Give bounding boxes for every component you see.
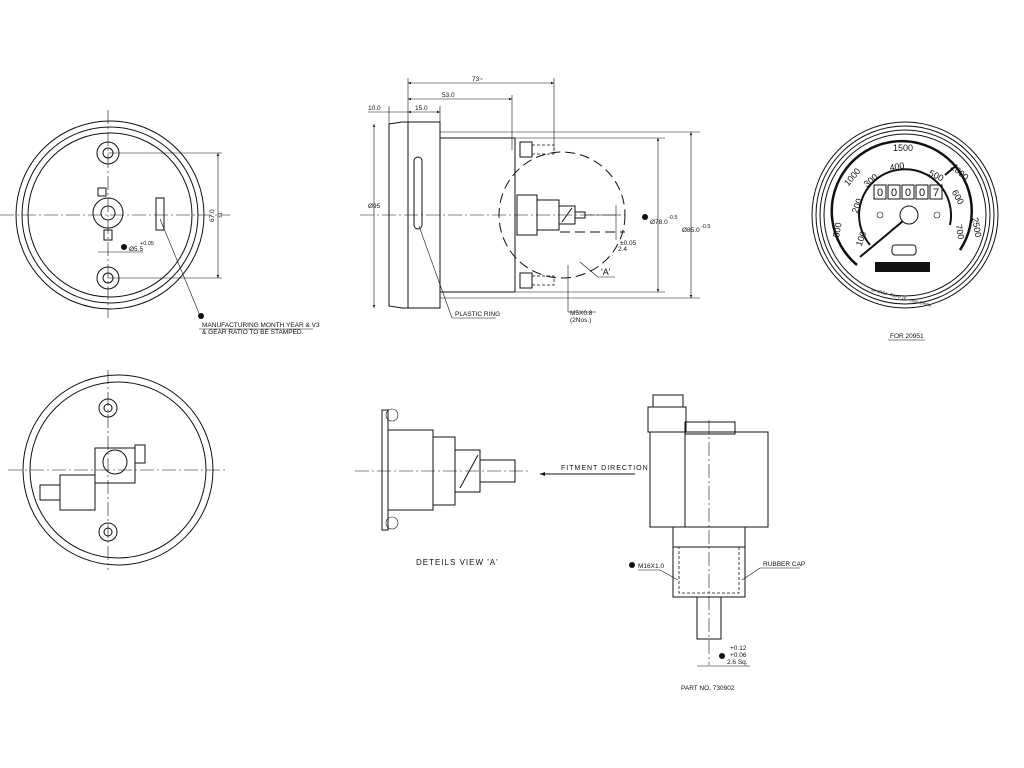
dim-dia95: Ø95 (368, 203, 381, 210)
inner-scale-500: 500 (927, 168, 945, 183)
part-number: PART NO. 730902 (681, 685, 735, 692)
inner-scale-100: 100 (854, 230, 869, 248)
outer-scale-2000: 2000 (949, 162, 971, 183)
outer-scale-1500: 1500 (893, 143, 913, 153)
odometer-digit: 0 (877, 187, 883, 199)
needle (859, 220, 904, 258)
inner-scale-700: 700 (954, 224, 966, 241)
connector-view: M16X1.0 RUBBER CAP +0.12 +0.06 2.6 Sq. P… (629, 394, 805, 692)
odometer-digit: 0 (891, 187, 897, 199)
stamp-note-line2: & GEAR RATIO TO BE STAMPED. (202, 329, 304, 336)
detail-ref: 'A' (601, 267, 611, 277)
needle-hub (899, 205, 919, 225)
screw-spec: M5X0.8 (570, 310, 593, 317)
inner-scale-400: 400 (889, 160, 906, 172)
stamp-area (155, 197, 165, 231)
dial-face: 1500 1000 500 2000 2500 100 200 300 400 … (811, 121, 999, 341)
dim-dia78-tol: -0.5 (668, 215, 677, 221)
detail-a-view: DETEILS VIEW 'A' FITMENT DIRECTION (355, 408, 649, 567)
dim-bore-tol: +0.05 (140, 241, 154, 247)
outer-scale-2500: 2500 (970, 217, 983, 238)
odometer: 0 0 0 0 7 (873, 184, 943, 200)
odometer-digit: 0 (919, 187, 925, 199)
inner-scale-600: 600 (950, 188, 966, 206)
plastic-ring (413, 156, 423, 230)
thread-spec: M16X1.0 (638, 563, 664, 570)
dim-holes: 67.0 (209, 209, 216, 222)
stamp-note-line1: MANUFACTURING MONTH YEAR & V3 (202, 322, 320, 329)
detail-title: DETEILS VIEW 'A' (416, 558, 499, 567)
dim-holes-tol: ±1 (218, 212, 224, 218)
front-view: 67.0 ±1 Ø5.5 +0.05 MANUFACTURING MONTH Y… (0, 110, 320, 336)
dim-bore: Ø5.5 (129, 246, 143, 253)
plastic-ring-label: PLASTIC RING (455, 311, 500, 318)
dim-offset: 2.4 (618, 246, 627, 253)
rear-view (8, 370, 228, 570)
dim-15: 15.0 (415, 105, 428, 112)
dial-caption: FOR 20951 (890, 333, 924, 340)
tol-upper: +0.12 (730, 645, 747, 652)
dim-10: 10.0 (368, 105, 381, 112)
inner-scale-200: 200 (850, 197, 865, 215)
screw-qty: (2Nos.) (570, 317, 591, 324)
dim-offset-tol: ±0.05 (620, 240, 637, 247)
tol-lower: +0.06 (730, 652, 747, 659)
side-view: ±0.05 2.4 Ø78.0 -0.5 Ø85.0 -0.5 Ø95 73~ … (360, 76, 710, 324)
square-dim: 2.6 Sq. (727, 659, 748, 666)
fitment-direction: FITMENT DIRECTION (561, 465, 649, 472)
dim-53: 53.0 (442, 92, 455, 99)
dim-dia85-tol: -0.5 (701, 224, 710, 230)
odometer-digit: 0 (905, 187, 911, 199)
odometer-digit: 7 (933, 187, 939, 199)
dim-overall: 73~ (472, 76, 483, 83)
outer-scale-500: 500 (831, 222, 843, 239)
rubber-cap-label: RUBBER CAP (763, 561, 805, 568)
dim-dia78: Ø78.0 (650, 219, 668, 226)
